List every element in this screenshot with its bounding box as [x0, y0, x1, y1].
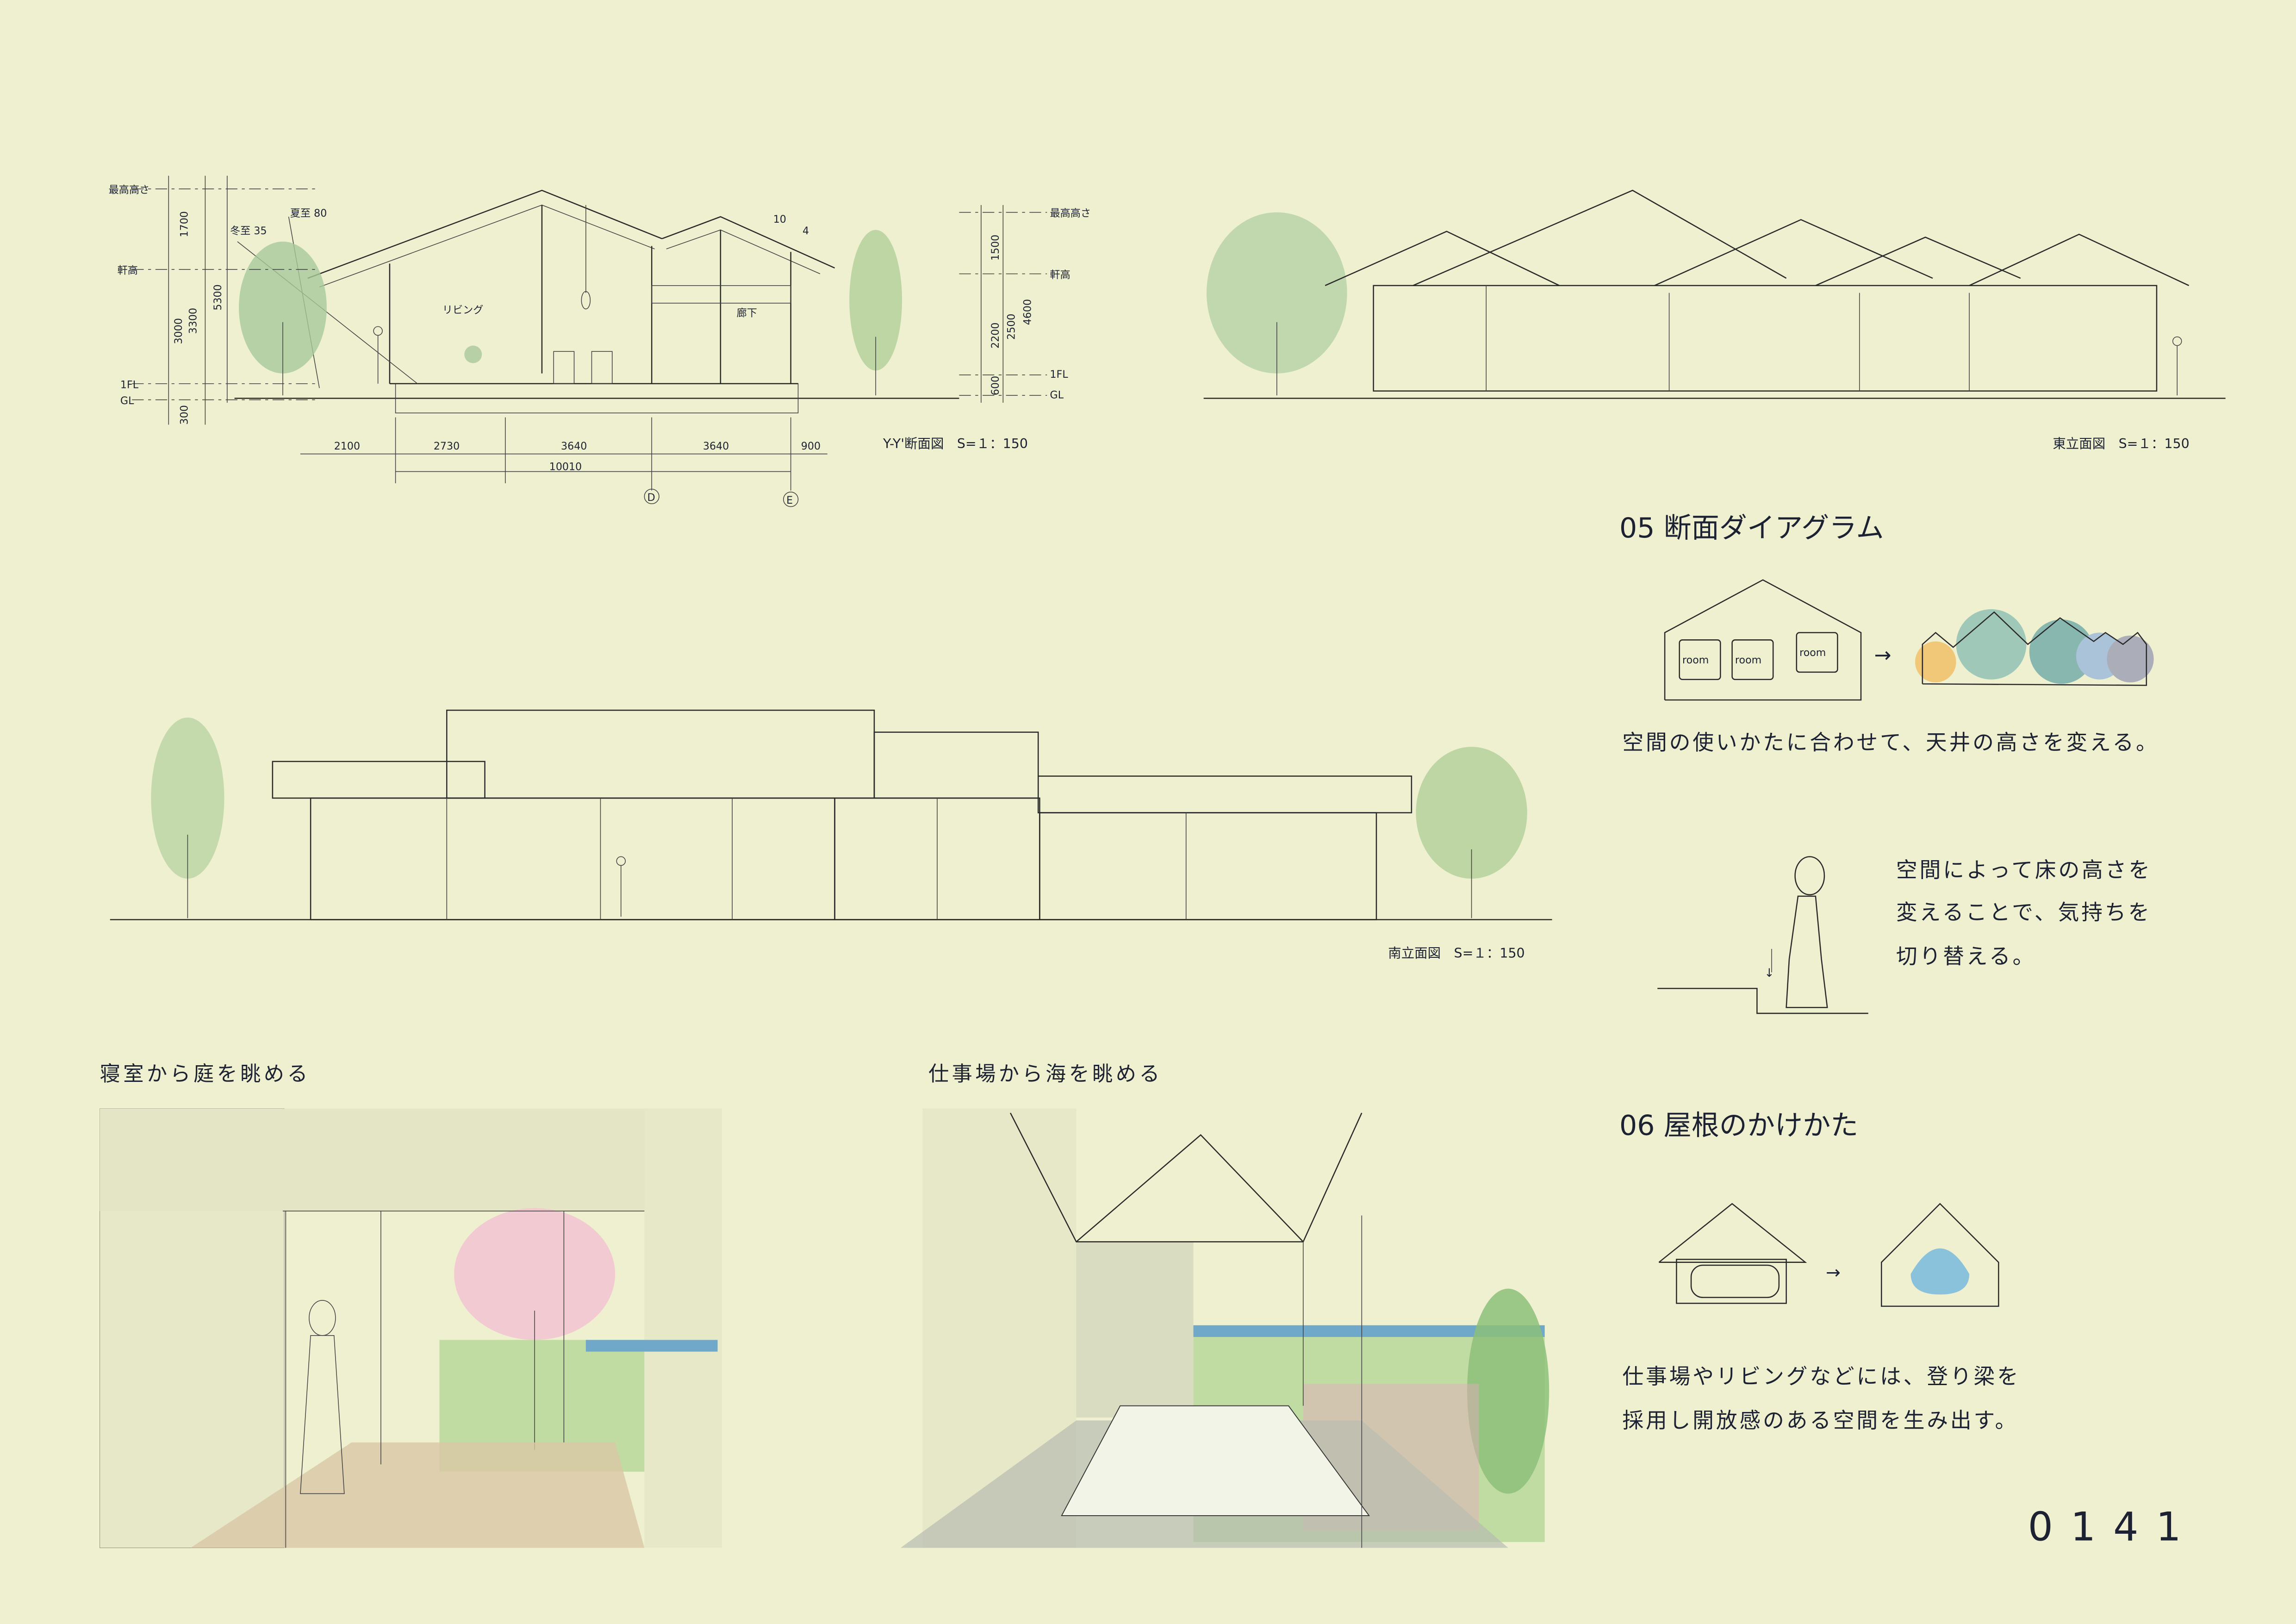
dimension: 2500: [1006, 314, 1018, 340]
arrow-down-icon: ↓: [1764, 966, 1774, 980]
perspective-workspace: 仕事場から海を眺める: [900, 1062, 1549, 1548]
slope-rise: 4: [803, 225, 809, 237]
section-drawing: 最高高さ 軒高 1FL GL 1700 3000 3300 5300 300 夏…: [109, 175, 1091, 507]
east-elevation-caption: 東立面図 S=１：150: [2053, 436, 2189, 451]
dimension: 600: [989, 376, 1002, 395]
roof-small: [661, 216, 835, 269]
tree-icon: [849, 230, 902, 396]
dimension: 2730: [434, 440, 460, 452]
section-diagram-05: 05 断面ダイアグラム room room room → 空間の使いかたに合わせ…: [1619, 512, 2159, 1014]
wood-deck: [190, 1442, 645, 1548]
cherry-tree: [454, 1208, 616, 1340]
level-label-eave: 軒高: [118, 265, 138, 277]
dimension: 1500: [989, 235, 1002, 261]
perspective-title: 仕事場から海を眺める: [928, 1062, 1163, 1086]
tree-icon: [239, 241, 327, 396]
dimension: 3000: [173, 318, 185, 344]
perspective-bedroom: 寝室から庭を眺める: [100, 1062, 722, 1548]
house-outline: [1664, 579, 1862, 701]
perspective-title: 寝室から庭を眺める: [100, 1062, 311, 1086]
level-label-top: 最高高さ: [109, 184, 149, 196]
east-elevation-drawing: 東立面図 S=１：150: [1203, 189, 2226, 451]
summer-solstice-label: 夏至 80: [290, 207, 327, 219]
dimension: 4600: [1021, 299, 1033, 325]
section-caption: Y-Y'断面図 S=１：150: [883, 436, 1028, 451]
dimension: 300: [178, 405, 190, 425]
dimension: 3300: [187, 308, 199, 334]
heading-06: 06 屋根のかけかた: [1619, 1109, 1858, 1142]
diagram06-text-line2: 採用し開放感のある空間を生み出す。: [1622, 1408, 2018, 1433]
room-label-living: リビング: [442, 304, 484, 316]
level-label-fl: 1FL: [120, 379, 139, 391]
room-label: room: [1735, 654, 1761, 666]
diagram05-text2-line3: 切り替える。: [1896, 943, 2036, 968]
level-label-gl: GL: [120, 395, 134, 407]
level-label-eave: 軒高: [1050, 269, 1070, 281]
tree-icon: [1416, 747, 1527, 918]
diagram05-text2-line1: 空間によって床の高さを: [1896, 857, 2152, 882]
multi-gable-outline: [1922, 611, 2147, 686]
tree-icon: [1207, 212, 1347, 396]
south-elevation-caption: 南立面図 S=１：150: [1388, 946, 1524, 961]
person-step-illustration: ↓: [1657, 856, 1868, 1014]
dimension: 2200: [989, 323, 1002, 349]
grid-label-d: D: [647, 492, 655, 504]
blue-blob: [1910, 1248, 1970, 1295]
dimension: 5300: [212, 284, 224, 310]
diagram05-text2-line2: 変えることで、気持ちを: [1896, 899, 2152, 924]
heading-05: 05 断面ダイアグラム: [1619, 512, 1884, 544]
table: [1061, 1405, 1370, 1516]
tree-icon: [151, 717, 224, 918]
roof-main: [307, 189, 662, 279]
room-label: room: [1682, 654, 1709, 666]
arrow-right-icon: →: [1874, 643, 1891, 667]
level-label-gl: GL: [1050, 389, 1064, 401]
dimension: 2100: [334, 440, 360, 452]
roof-diagram-06: 06 屋根のかけかた → 仕事場やリビングなどには、登り梁を 採用し開放感のある…: [1619, 1109, 2020, 1433]
slope-run: 10: [773, 213, 786, 225]
total-dimension: 10010: [549, 461, 582, 473]
dimension: 1700: [178, 211, 190, 237]
level-label-fl: 1FL: [1050, 369, 1069, 381]
dimension: 3640: [561, 440, 587, 452]
room-label-corridor: 廊下: [737, 307, 757, 319]
arrow-right-icon: →: [1826, 1262, 1841, 1282]
dimension: 3640: [703, 440, 729, 452]
grid-label-e: E: [786, 494, 793, 506]
winter-solstice-label: 冬至 35: [230, 225, 267, 237]
page-number: 0141: [2028, 1505, 2199, 1550]
level-label-top: 最高高さ: [1050, 207, 1091, 219]
dimension: 900: [801, 440, 821, 452]
diagram05-text1: 空間の使いかたに合わせて、天井の高さを変える。: [1622, 730, 2159, 755]
room-label: room: [1799, 647, 1826, 659]
south-elevation-drawing: 南立面図 S=１：150: [110, 709, 1552, 961]
diagram06-text-line1: 仕事場やリビングなどには、登り梁を: [1622, 1364, 2020, 1389]
